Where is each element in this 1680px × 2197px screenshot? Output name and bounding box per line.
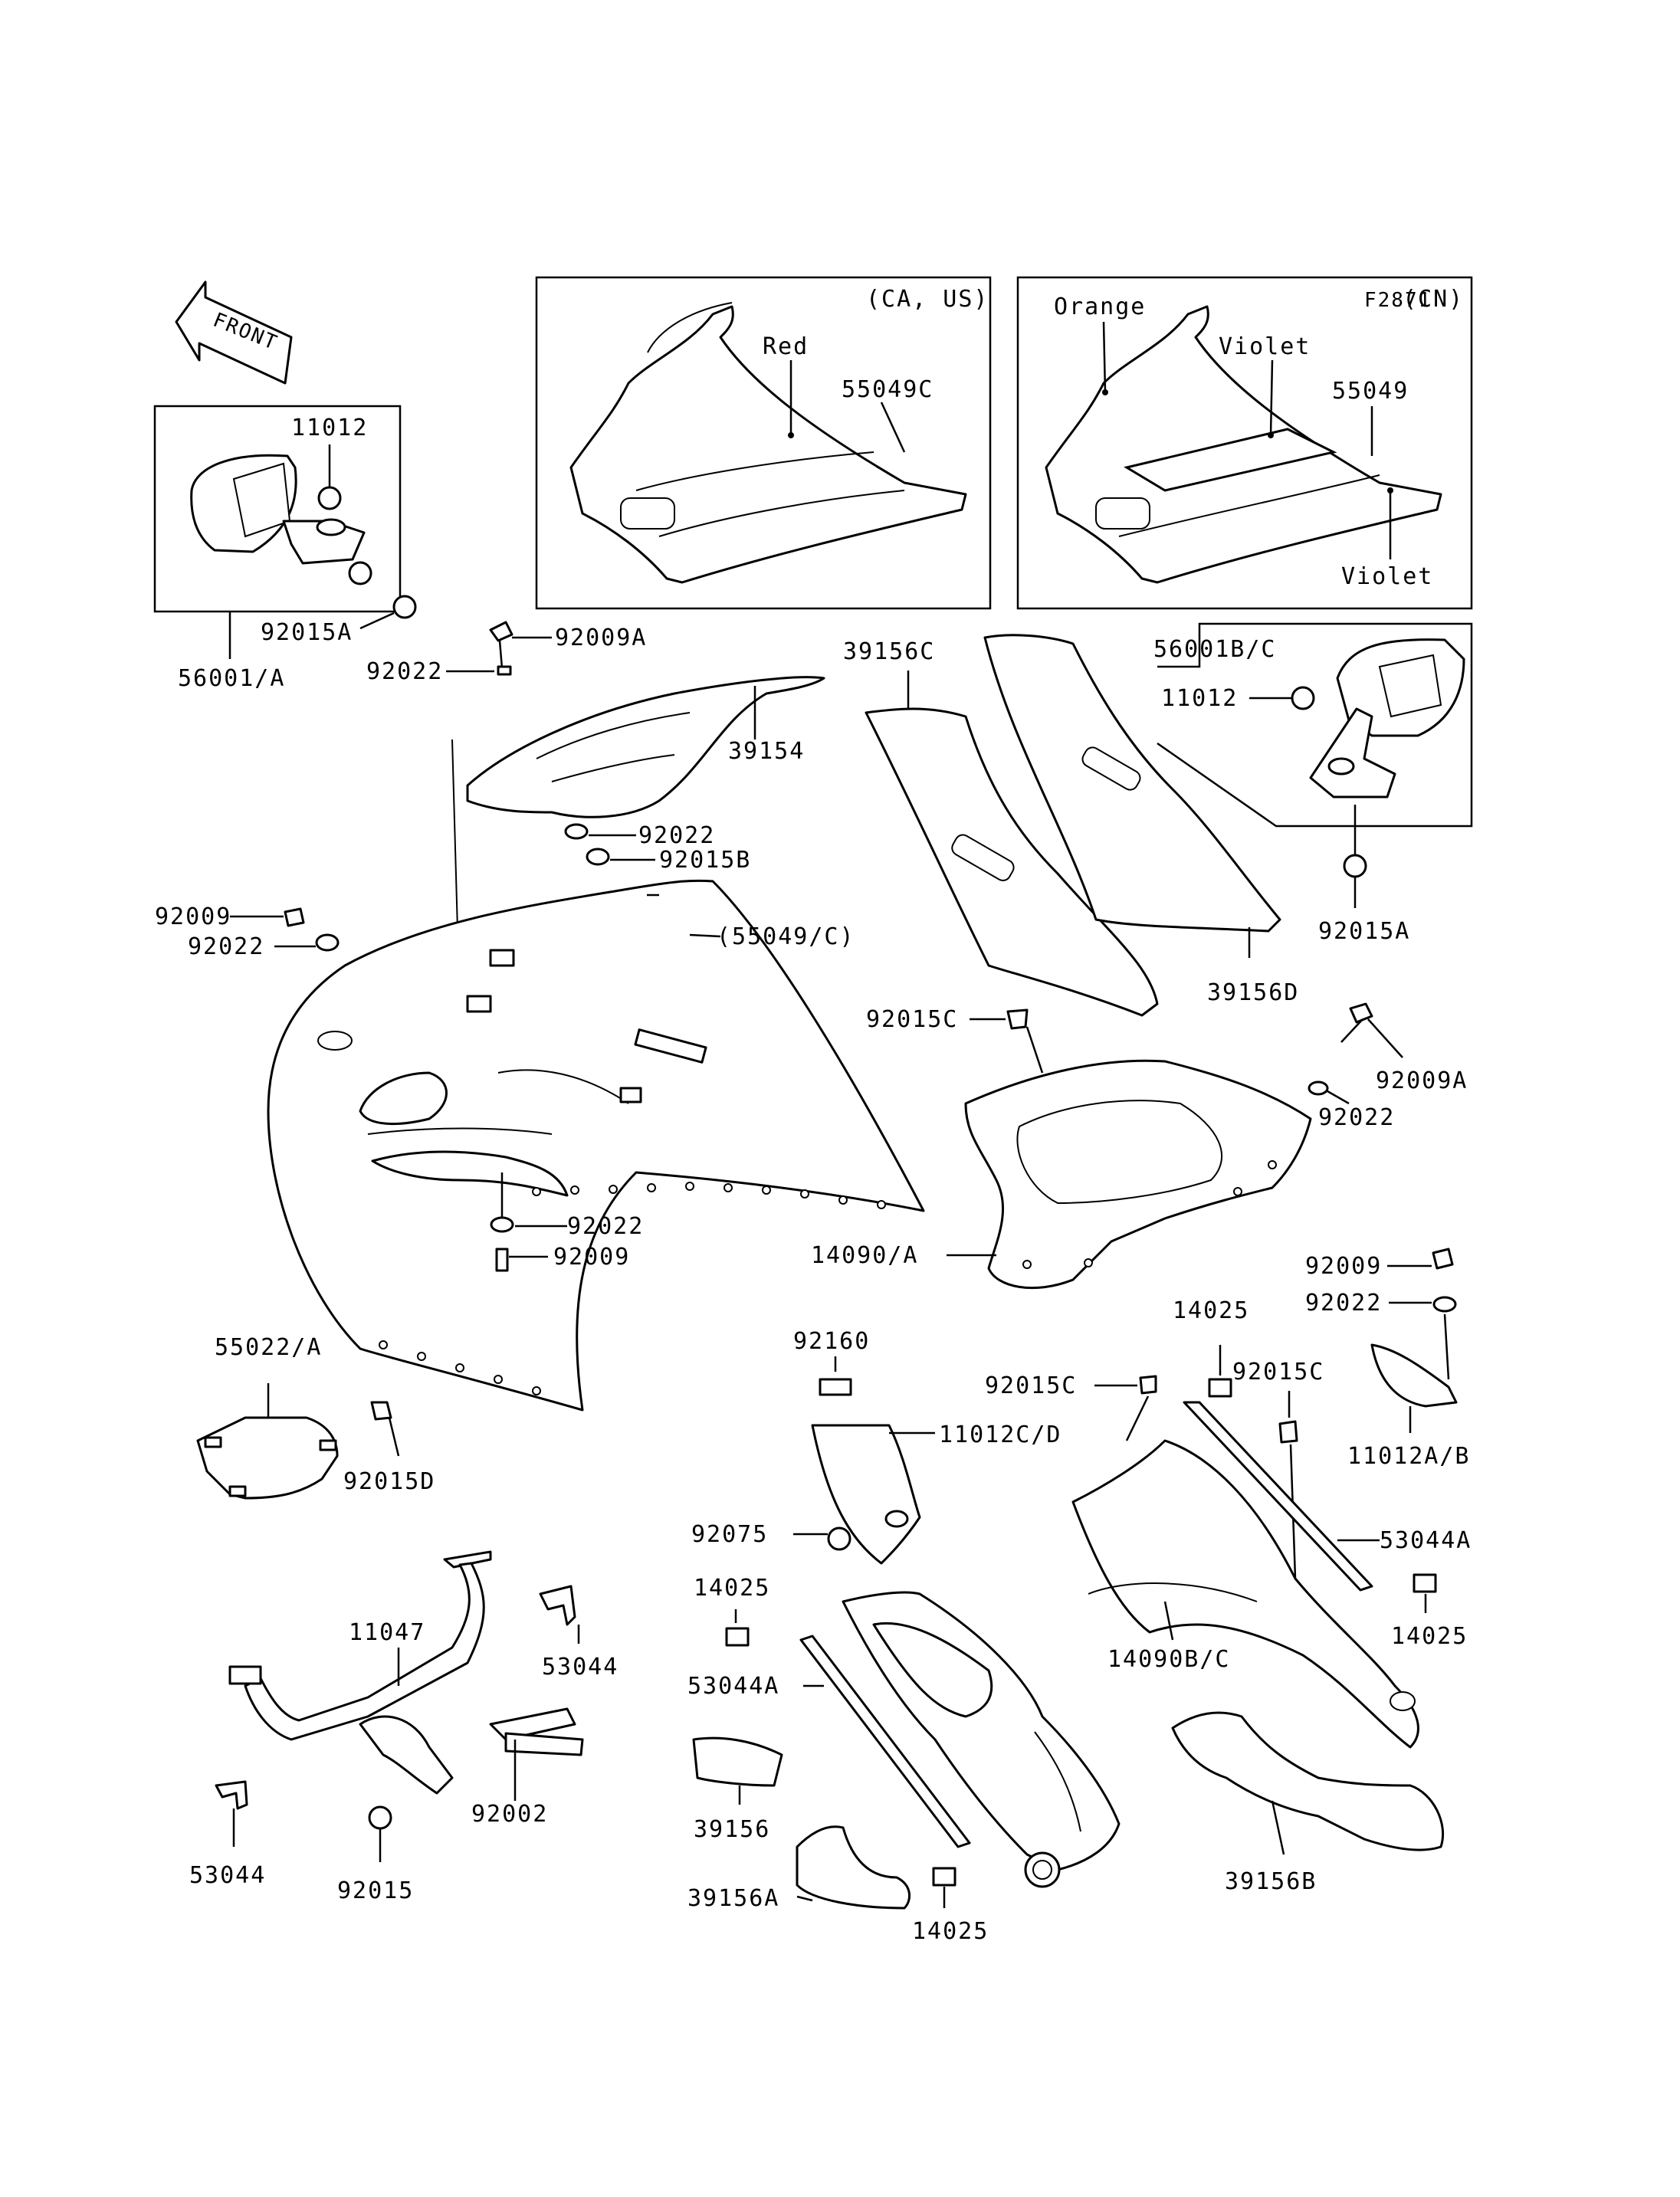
label-14025-left: 14025 xyxy=(694,1575,770,1602)
inset-ca-us-region: (CA, US) xyxy=(866,286,989,313)
label-39154: 39154 xyxy=(728,738,805,765)
label-92015C-a: 92015C xyxy=(985,1372,1077,1399)
main-upper-cowl: (55049/C) 92009 92022 92022 xyxy=(155,739,925,1412)
label-53044-bottom: 53044 xyxy=(189,1862,266,1889)
bracket-55022A: 55022/A 92015D xyxy=(196,1334,435,1500)
inset-ca-us: (CA, US) Red 55049C xyxy=(535,276,992,610)
label-11012-right: 11012 xyxy=(1161,685,1238,712)
label-92002: 92002 xyxy=(471,1801,548,1828)
stay-11047: 11047 53044 92002 53044 92015 xyxy=(189,1550,619,1904)
top-screws: 92009A 92022 xyxy=(366,621,647,685)
label-39156A: 39156A xyxy=(687,1885,779,1912)
label-11012CD: 11012C/D xyxy=(939,1421,1062,1448)
front-direction-arrow: FRONT xyxy=(175,280,293,385)
label-92022-mid: 92022 xyxy=(638,822,715,849)
label-92160: 92160 xyxy=(793,1328,870,1355)
inset-cn: (CN) Orange Violet Violet 55049 xyxy=(1016,276,1473,610)
label-14025-top: 14025 xyxy=(1173,1297,1249,1324)
inner-panel-14090A: 92015C 92009A 92022 14090/A xyxy=(811,1002,1468,1290)
inset-cn-color-bottom: Violet xyxy=(1341,563,1433,590)
label-14025-right: 14025 xyxy=(1391,1623,1468,1650)
label-14025-bottom: 14025 xyxy=(912,1918,989,1945)
label-92022-left: 92022 xyxy=(188,933,264,960)
inset-cn-color-top: Orange xyxy=(1054,293,1146,320)
label-92022-low: 92022 xyxy=(567,1213,644,1240)
label-11012-left: 11012 xyxy=(291,415,368,441)
label-92009-right: 92009 xyxy=(1305,1253,1382,1280)
label-11012AB: 11012A/B xyxy=(1347,1443,1471,1470)
lower-right-cluster: 92160 11012C/D 92075 92015C 14025 92015C… xyxy=(687,1248,1472,1945)
label-39156C: 39156C xyxy=(843,638,935,665)
figure-id: F2871 xyxy=(1364,289,1432,312)
label-53044-top: 53044 xyxy=(542,1654,619,1681)
label-14090A: 14090/A xyxy=(811,1242,918,1269)
label-92022-right-2: 92022 xyxy=(1305,1290,1382,1317)
label-92009A-right: 92009A xyxy=(1376,1067,1468,1094)
label-92015: 92015 xyxy=(337,1877,414,1904)
label-53044A-left: 53044A xyxy=(687,1673,779,1700)
label-55049C-ref: (55049/C) xyxy=(717,923,855,950)
label-92022-right: 92022 xyxy=(1318,1104,1395,1131)
inset-cn-part: 55049 xyxy=(1332,378,1409,405)
label-92015C-inner: 92015C xyxy=(866,1006,958,1033)
label-92015B: 92015B xyxy=(659,847,751,874)
label-92075: 92075 xyxy=(691,1521,768,1548)
label-92009A-top: 92009A xyxy=(555,625,647,651)
left-mirror-assembly: 11012 92015A 56001/A xyxy=(153,405,417,692)
label-53044A-right: 53044A xyxy=(1380,1527,1472,1554)
label-39156: 39156 xyxy=(694,1816,770,1843)
cowl-edge-holes xyxy=(379,1182,886,1395)
cowl-side-pads: 39156C 39156D xyxy=(843,634,1299,1017)
inset-ca-us-color: Red xyxy=(763,333,809,360)
label-92015A-left: 92015A xyxy=(261,619,353,646)
label-92015A-right: 92015A xyxy=(1318,918,1410,945)
label-56001A: 56001/A xyxy=(178,665,285,692)
label-39156D: 39156D xyxy=(1207,979,1299,1006)
label-55022A: 55022/A xyxy=(215,1334,322,1361)
label-11047: 11047 xyxy=(349,1619,425,1646)
label-92015C-b: 92015C xyxy=(1232,1359,1324,1385)
inset-cn-region: (CN) xyxy=(1403,286,1464,313)
label-39156B: 39156B xyxy=(1225,1868,1317,1895)
label-92022-top: 92022 xyxy=(366,658,443,685)
label-56001BC: 56001B/C xyxy=(1153,636,1277,663)
inset-cn-color-mid: Violet xyxy=(1219,333,1311,360)
label-92015D: 92015D xyxy=(343,1468,435,1495)
inset-ca-us-part: 55049C xyxy=(842,376,934,403)
label-92009-left: 92009 xyxy=(155,903,231,930)
right-mirror-assembly: 56001B/C 11012 92015A xyxy=(1153,622,1473,945)
inner-cover-39154: 39154 92022 92015B xyxy=(466,676,825,874)
label-92009-low: 92009 xyxy=(553,1244,630,1271)
label-14090BC: 14090B/C xyxy=(1107,1646,1231,1673)
